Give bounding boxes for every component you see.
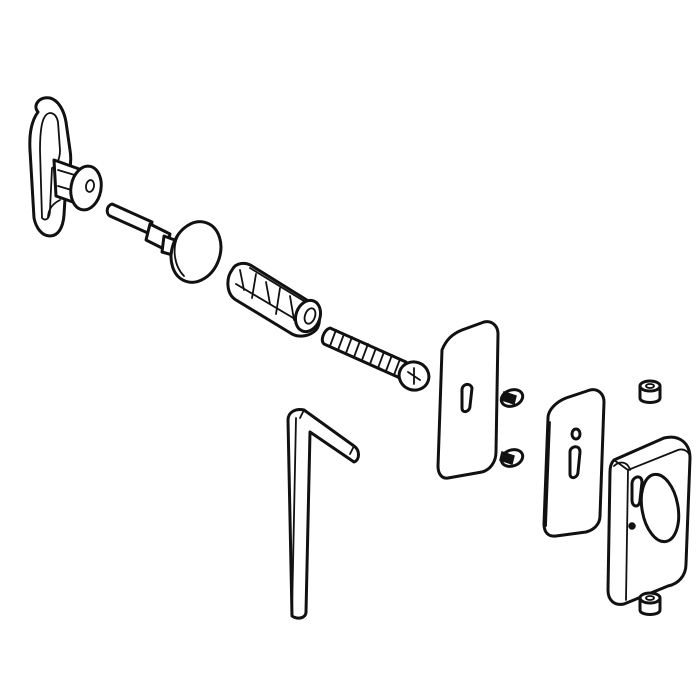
mounting-plate-icon <box>542 388 606 538</box>
mounting-plate-icon <box>436 320 500 480</box>
wall-anchor-icon <box>226 261 323 338</box>
threaded-screw-icon <box>320 326 431 392</box>
hex-key-icon <box>286 408 360 620</box>
spacer-icon <box>638 591 662 616</box>
hook-bracket-icon <box>28 96 103 238</box>
spacer-icon <box>638 379 662 404</box>
catch-housing-icon <box>606 435 692 606</box>
small-screw-icon <box>499 388 525 468</box>
mushroom-stud-icon <box>105 202 223 284</box>
